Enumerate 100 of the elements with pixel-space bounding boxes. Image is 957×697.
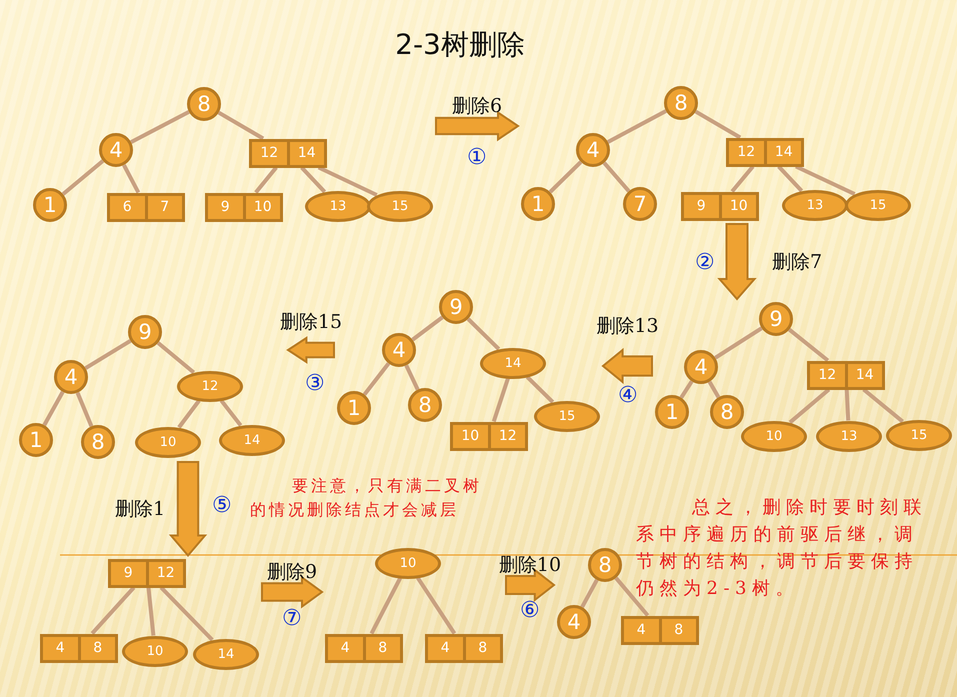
- circle-node: [54, 360, 88, 394]
- circle-node: [99, 133, 133, 167]
- tree-edge: [76, 392, 94, 428]
- circle-node: [655, 395, 689, 429]
- key-value: 9: [122, 564, 134, 583]
- block-arrow: [286, 336, 335, 364]
- oval-node: [816, 420, 882, 452]
- tree-edge: [300, 166, 326, 194]
- key-value: 10: [400, 556, 416, 570]
- key-value: 4: [636, 621, 647, 640]
- key-value: 4: [440, 639, 451, 658]
- oval-node: [367, 190, 433, 222]
- key-value: 8: [598, 553, 612, 577]
- circle-node: [521, 187, 555, 221]
- tree-edge: [42, 390, 64, 426]
- oval-node: [534, 400, 600, 432]
- key-value: 9: [449, 295, 463, 319]
- two-key-node: [807, 360, 885, 390]
- circle-node: [187, 87, 221, 121]
- two-key-node: [108, 558, 186, 588]
- circle-node: [33, 188, 67, 222]
- edge-label: 删除7: [772, 250, 822, 274]
- key-value: 12: [736, 143, 756, 162]
- tree-edge: [466, 317, 500, 350]
- tree-edge: [526, 376, 554, 404]
- step-number: ⑥: [520, 597, 540, 623]
- tree-edge: [777, 165, 804, 192]
- tree-edge: [844, 389, 850, 421]
- key-value: 9: [220, 198, 231, 217]
- tree-edge: [614, 576, 650, 617]
- edge-label: 删除13: [596, 314, 659, 339]
- key-value: 4: [392, 338, 406, 362]
- key-value: 14: [504, 356, 522, 370]
- key-value: 15: [870, 198, 886, 212]
- tree-edge: [130, 110, 190, 144]
- key-value: 15: [392, 198, 408, 214]
- tree-edge: [714, 326, 763, 360]
- key-value: 4: [109, 138, 123, 162]
- circle-node: [588, 548, 622, 582]
- key-value: 13: [840, 428, 858, 444]
- tree-edge: [708, 380, 720, 398]
- key-value: 9: [696, 197, 707, 216]
- tree-edge: [580, 578, 599, 608]
- tree-edge: [694, 110, 742, 140]
- tree-edge: [318, 166, 378, 197]
- block-arrow: [601, 348, 653, 384]
- key-value: 12: [146, 562, 183, 584]
- oval-node: [122, 636, 188, 666]
- tree-edge: [220, 399, 242, 427]
- key-value: 8: [720, 400, 734, 424]
- key-value: 10: [460, 427, 480, 446]
- tree-edge: [218, 110, 264, 140]
- two-key-node: [681, 192, 759, 220]
- two-key-node: [450, 422, 528, 450]
- oval-node: [886, 420, 952, 450]
- two-key-node: [325, 634, 403, 662]
- circle-node: [759, 302, 793, 336]
- key-value: 14: [286, 142, 324, 164]
- two-key-node: [107, 192, 185, 222]
- key-value: 4: [694, 355, 708, 379]
- tree-edge: [680, 380, 694, 399]
- circle-node: [623, 187, 657, 221]
- oval-node: [135, 426, 201, 458]
- tree-edge: [146, 587, 156, 636]
- two-key-node: [425, 634, 503, 662]
- circle-node: [128, 315, 162, 349]
- key-value: 13: [806, 198, 824, 212]
- key-value: 15: [558, 408, 576, 424]
- block-arrow: [435, 110, 520, 142]
- key-value: 12: [259, 144, 280, 163]
- key-value: 15: [910, 428, 928, 442]
- key-value: 10: [160, 434, 176, 450]
- circle-node: [337, 391, 371, 425]
- oval-node: [480, 348, 546, 378]
- key-value: 4: [340, 639, 351, 658]
- edge-label: 删除15: [280, 310, 342, 335]
- key-value: 10: [766, 428, 782, 444]
- key-value: 10: [242, 196, 280, 218]
- key-value: 14: [764, 140, 801, 164]
- oval-node: [782, 190, 848, 220]
- tree-edge: [370, 577, 402, 634]
- key-value: 1: [29, 428, 43, 452]
- key-value: 4: [54, 639, 66, 658]
- circle-node: [664, 86, 698, 120]
- key-value: 14: [244, 432, 260, 448]
- block-arrow: [717, 223, 757, 301]
- tree-edge: [795, 164, 856, 196]
- key-value: 9: [769, 307, 783, 331]
- key-value: 8: [78, 636, 115, 660]
- tree-edge: [362, 362, 390, 396]
- key-value: 12: [488, 424, 525, 448]
- oval-node: [375, 548, 441, 578]
- key-value: 8: [658, 618, 696, 642]
- key-value: 4: [64, 365, 78, 389]
- circle-node: [81, 425, 115, 459]
- circle-node: [557, 605, 591, 639]
- step-number: ③: [305, 370, 325, 396]
- circle-node: [382, 333, 416, 367]
- oval-node: [193, 638, 259, 670]
- tree-edge: [788, 388, 830, 424]
